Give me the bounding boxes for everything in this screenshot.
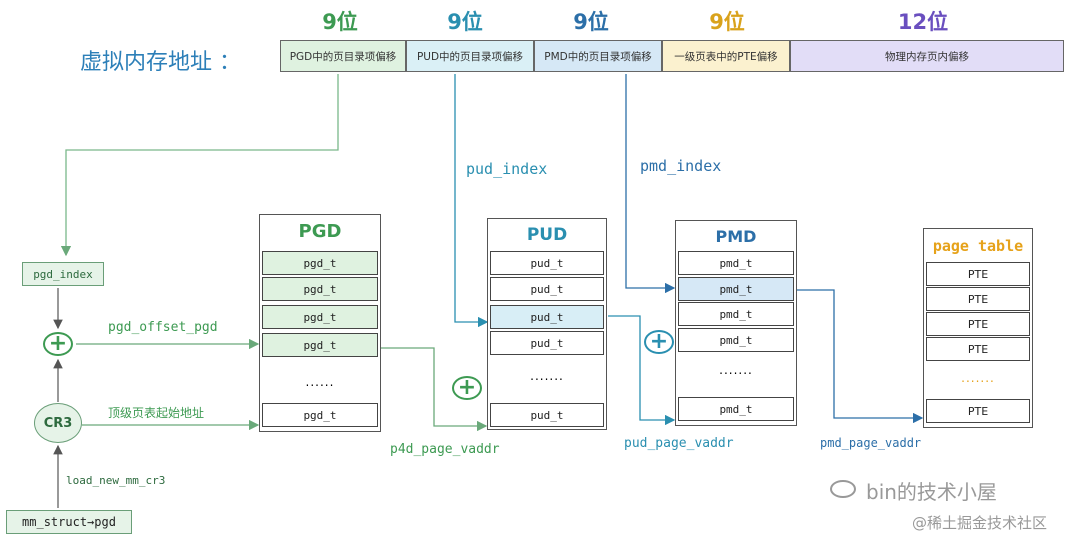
pud-entry-selected: pud_t — [490, 305, 604, 329]
arrow-pud-to-pmd — [608, 315, 676, 426]
pud-bits: 9位 — [447, 10, 483, 34]
pud-ellipsis: ....... — [530, 369, 564, 383]
pgd-index-box: pgd_index — [22, 262, 104, 286]
pgd-offset-field: PGD中的页目录项偏移 — [280, 40, 406, 72]
watermark-site: @稀土掘金技术社区 — [912, 514, 1048, 532]
wechat-icon — [830, 480, 856, 498]
arrow-pgd-to-pud — [380, 347, 488, 432]
pgd-entry: pgd_t — [262, 305, 378, 329]
pmd-page-vaddr-label: pmd_page_vaddr — [820, 436, 922, 450]
pud-table: PUD pud_t pud_t pud_t pud_t ....... pud_… — [487, 218, 607, 430]
pgd-entry: pgd_t — [262, 277, 378, 301]
page-offset-field: 物理内存页内偏移 — [790, 40, 1064, 72]
offset-bits: 12位 — [897, 10, 949, 34]
add-icon-pgd: + — [43, 332, 73, 356]
arrow-pgd-field-to-index — [60, 74, 339, 257]
pud-index-label: pud_index — [466, 160, 548, 178]
pte-entry: PTE — [926, 312, 1030, 336]
pmd-entry: pmd_t — [678, 251, 794, 275]
pmd-table-title: PMD — [715, 227, 757, 246]
pud-entry: pud_t — [490, 403, 604, 427]
pmd-index-label: pmd_index — [640, 157, 722, 175]
pte-bits: 9位 — [709, 10, 745, 34]
pte-entry: PTE — [926, 287, 1030, 311]
pmd-entry: pmd_t — [678, 302, 794, 326]
pgd-entry: pgd_t — [262, 403, 378, 427]
pte-entry: PTE — [926, 262, 1030, 286]
pte-entry: PTE — [926, 399, 1030, 423]
pmd-table: PMD pmd_t pmd_t pmd_t pmd_t ....... pmd_… — [675, 220, 797, 426]
arrow-pmd-to-pte — [796, 289, 924, 424]
pgd-table-title: PGD — [298, 221, 342, 242]
pte-ellipsis: ....... — [961, 371, 995, 385]
cr3-node: CR3 — [34, 403, 82, 443]
pte-entry: PTE — [926, 337, 1030, 361]
pte-table: page table PTE PTE PTE PTE ....... PTE — [923, 228, 1033, 428]
watermark-account: bin的技术小屋 — [866, 480, 997, 504]
pgd-offset-pgd-label: pgd_offset_pgd — [108, 320, 218, 335]
pud-entry: pud_t — [490, 251, 604, 275]
pmd-entry: pmd_t — [678, 397, 794, 421]
arrow-pmd-field-to-entry — [625, 74, 676, 294]
load-new-mm-cr3-label: load_new_mm_cr3 — [66, 474, 166, 487]
virtual-address-label: 虚拟内存地址 ： — [80, 50, 241, 75]
arrow-pud-field-to-entry — [454, 74, 489, 328]
pte-offset-field: 一级页表中的PTE偏移 — [662, 40, 790, 72]
pmd-entry-selected: pmd_t — [678, 277, 794, 301]
pgd-entry: pgd_t — [262, 251, 378, 275]
pud-page-vaddr-label: pud_page_vaddr — [624, 436, 734, 451]
pgd-ellipsis: ...... — [305, 375, 335, 389]
p4d-page-vaddr-label: p4d_page_vaddr — [390, 442, 500, 457]
add-icon-pmd: + — [644, 330, 674, 354]
pmd-bits: 9位 — [573, 10, 609, 34]
pud-entry: pud_t — [490, 277, 604, 301]
pud-offset-field: PUD中的页目录项偏移 — [406, 40, 534, 72]
pmd-offset-field: PMD中的页目录项偏移 — [534, 40, 662, 72]
mm-struct-box: mm_struct→pgd — [6, 510, 132, 534]
cr3-label: CR3 — [43, 415, 73, 431]
top-level-base-label: 顶级页表起始地址 — [108, 406, 205, 420]
pmd-entry: pmd_t — [678, 328, 794, 352]
pgd-table: PGD pgd_t pgd_t pgd_t pgd_t ...... pgd_t — [259, 214, 381, 432]
pud-table-title: PUD — [526, 225, 568, 245]
pte-table-title: page table — [932, 237, 1024, 255]
add-icon-pud: + — [452, 376, 482, 400]
pud-entry: pud_t — [490, 331, 604, 355]
pgd-bits: 9位 — [322, 10, 358, 34]
pmd-ellipsis: ....... — [719, 363, 753, 377]
pgd-entry-selected: pgd_t — [262, 333, 378, 357]
